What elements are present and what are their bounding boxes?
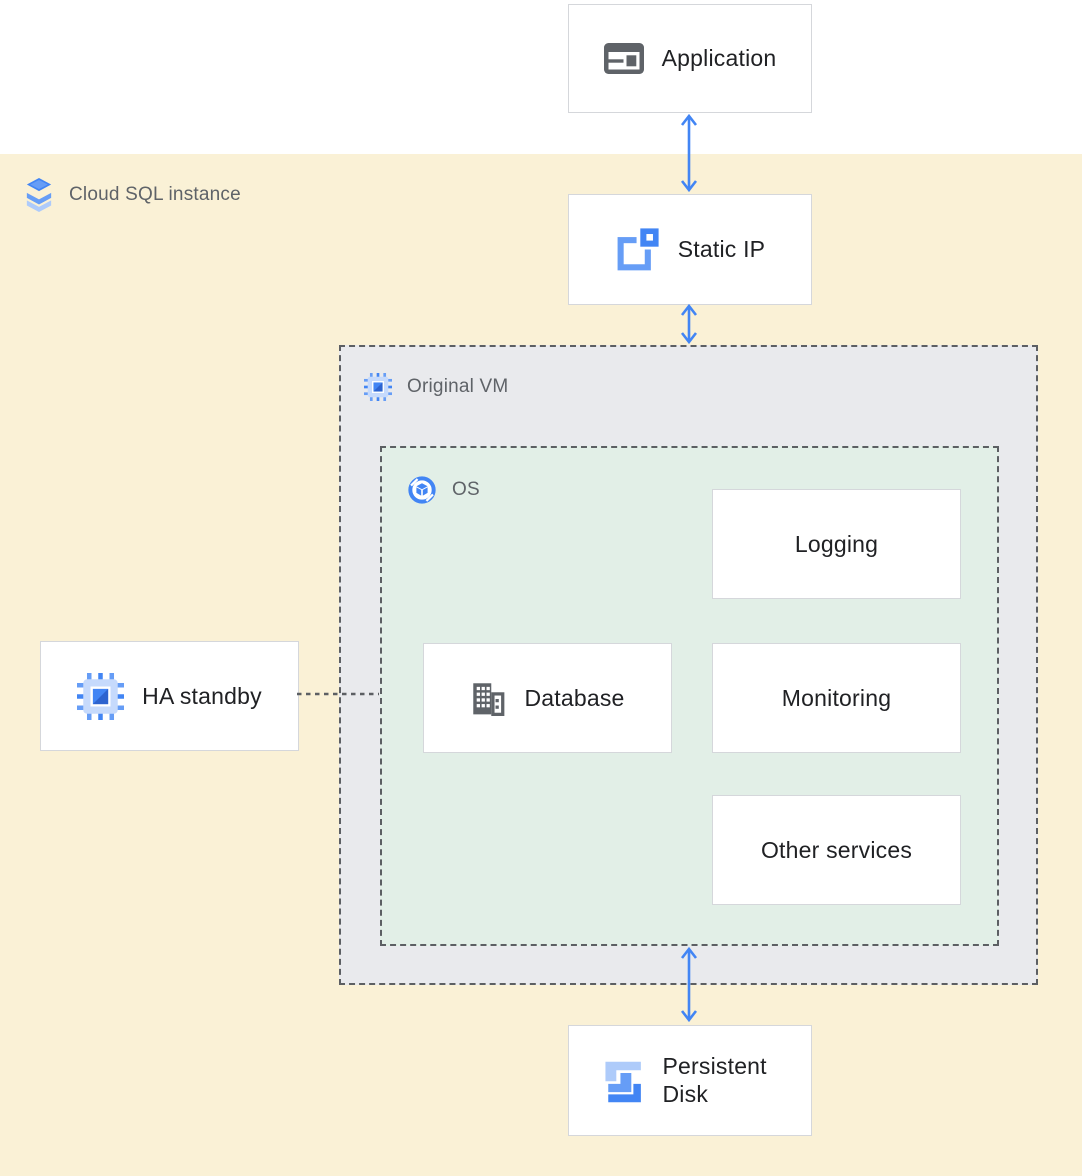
monitoring-node: Monitoring bbox=[712, 643, 961, 753]
original-vm-box: Original VM OS Logging bbox=[339, 345, 1038, 985]
other-services-label: Other services bbox=[760, 836, 913, 863]
logging-node: Logging bbox=[712, 489, 961, 599]
os-label-row: OS bbox=[408, 476, 480, 504]
cloud-sql-instance-label-row: Cloud SQL instance bbox=[24, 178, 241, 212]
other-services-node: Other services bbox=[712, 795, 961, 905]
persistent-disk-node: Persistent Disk bbox=[568, 1025, 812, 1136]
cloud-sql-instance-label: Cloud SQL instance bbox=[69, 184, 241, 205]
static-ip-label: Static IP bbox=[677, 236, 766, 262]
os-cube-circle-icon bbox=[408, 476, 436, 504]
database-node: Database bbox=[423, 643, 672, 753]
logging-label: Logging bbox=[794, 530, 879, 557]
ha-standby-node: HA standby bbox=[40, 641, 299, 751]
cloud-sql-stack-icon bbox=[24, 178, 54, 212]
compute-engine-chip-icon bbox=[364, 373, 392, 401]
static-ip-icon bbox=[615, 227, 660, 272]
os-label: OS bbox=[452, 479, 480, 500]
application-label: Application bbox=[661, 45, 777, 71]
original-vm-label-row: Original VM bbox=[364, 373, 508, 401]
original-vm-label: Original VM bbox=[407, 376, 509, 397]
static-ip-node: Static IP bbox=[568, 194, 812, 305]
ha-standby-label: HA standby bbox=[142, 682, 262, 709]
database-label: Database bbox=[524, 684, 625, 711]
app-window-icon bbox=[603, 43, 644, 74]
persistent-disk-label: Persistent Disk bbox=[662, 1052, 767, 1107]
os-box: OS Logging bbox=[380, 446, 999, 946]
monitoring-label: Monitoring bbox=[781, 684, 892, 711]
application-node: Application bbox=[568, 4, 812, 113]
persistent-disk-icon bbox=[600, 1058, 645, 1103]
database-building-icon bbox=[470, 678, 506, 718]
compute-engine-chip-icon bbox=[77, 672, 125, 720]
